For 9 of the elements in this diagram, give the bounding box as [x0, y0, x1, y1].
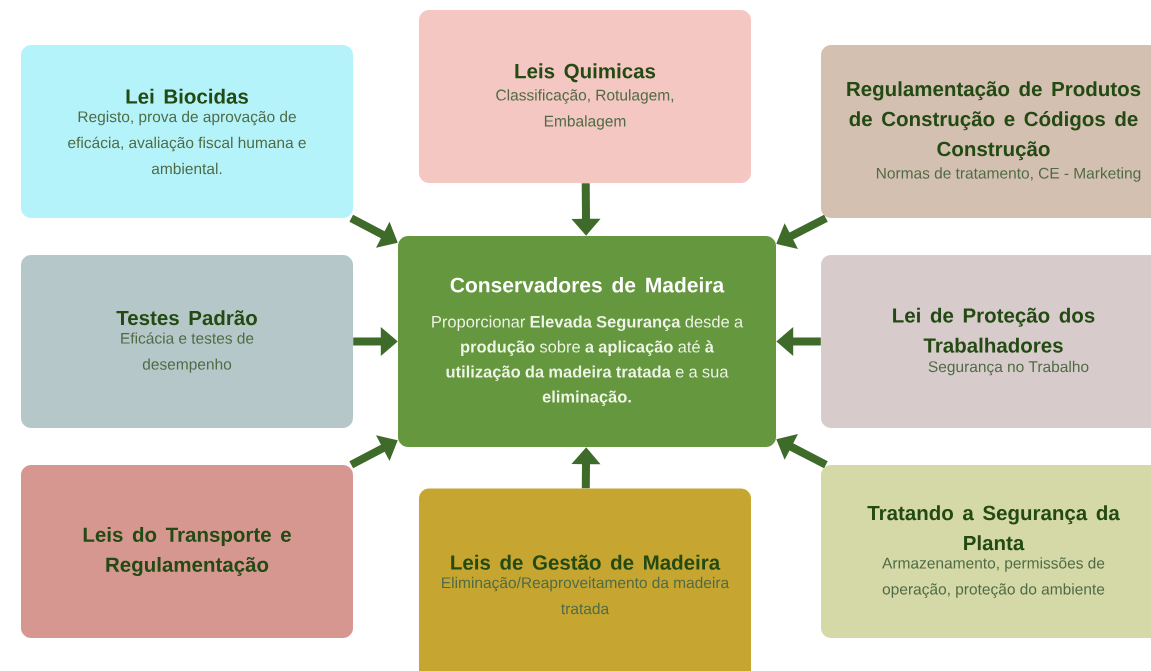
- topic-box: Tratando a Segurança da Planta Armazenamento, permissões de operação, proteção do ambiente: [821, 465, 1151, 638]
- topic-box: Regulamentação de Produtos de Construção e Códigos de Construção Normas de tratamento, CE - Marketing: [821, 45, 1151, 218]
- central-box: Conservadores de Madeira Proporcionar Elevada Segurança desde a produção sobre a aplicação até à utilização da madeira tratada e a sua eliminação.: [398, 236, 776, 447]
- topic-box: Testes Padrão Eficácia e testes de desempenho: [21, 255, 353, 428]
- topic-box: Leis do Transporte e Regulamentação: [21, 465, 353, 638]
- topic-box: Leis Quimicas Classificação, Rotulagem, Embalagem: [419, 10, 751, 183]
- topic-box: Lei Biocidas Registo, prova de aprovação de eficácia, avaliação fiscal humana e ambiental.: [21, 45, 353, 218]
- topic-box: Leis de Gestão de Madeira Eliminação/Reaproveitamento da madeira tratada: [419, 488, 751, 671]
- topic-box: Lei de Proteção dos Trabalhadores Segurança no Trabalho: [821, 255, 1151, 428]
